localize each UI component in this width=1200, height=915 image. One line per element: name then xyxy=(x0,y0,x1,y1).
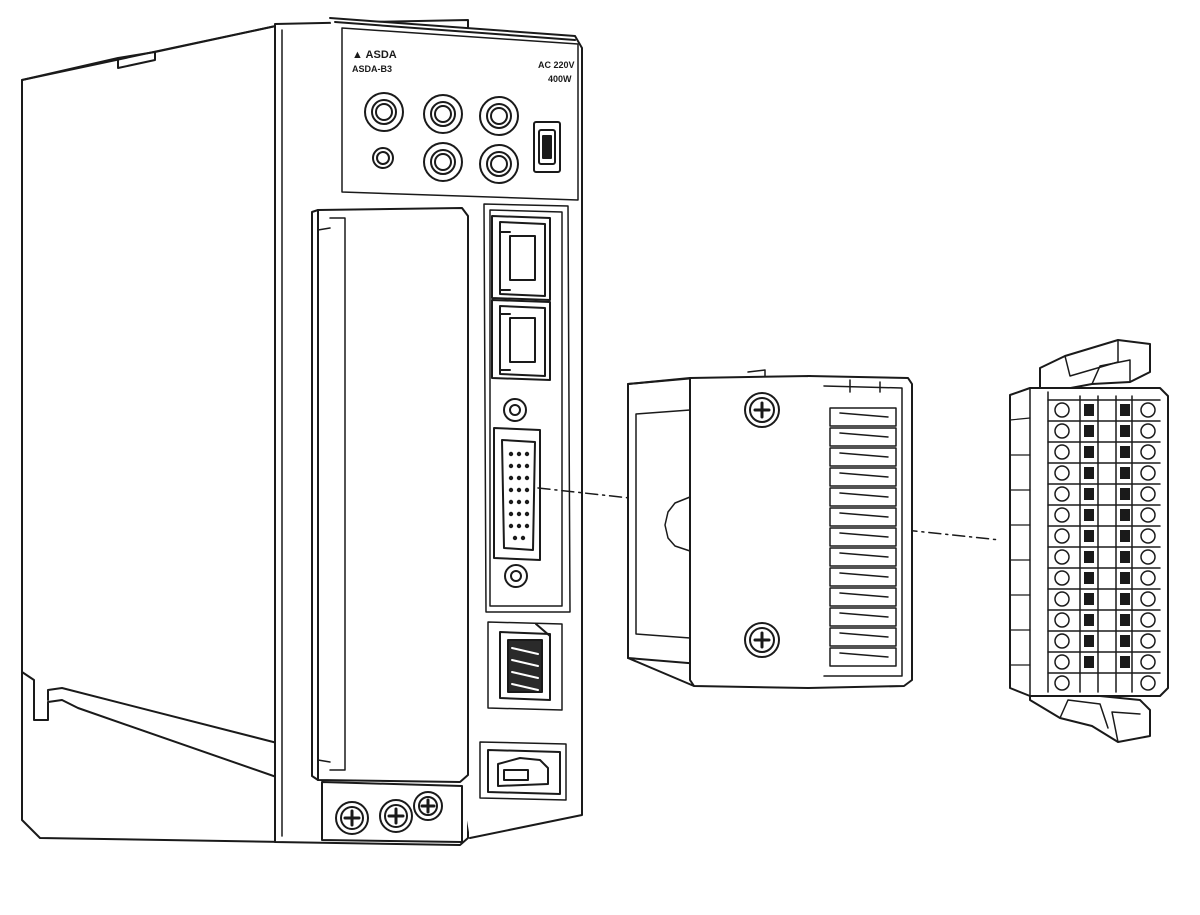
model-label: ASDA-B3 xyxy=(352,64,392,74)
drive-side-body xyxy=(21,23,286,843)
terminal-block-plug xyxy=(1009,339,1169,743)
keypad-button[interactable] xyxy=(423,94,463,134)
usb-port-icon[interactable] xyxy=(533,121,561,173)
rj45-port-icon[interactable] xyxy=(491,215,551,301)
power-connector[interactable] xyxy=(479,741,567,801)
voltage-rating: AC 220V xyxy=(538,60,575,70)
servo-drive: ▲ ASDA ASDA-B3 AC 220V 400W xyxy=(21,17,583,846)
phillips-screw-icon[interactable] xyxy=(379,799,413,833)
db-pins xyxy=(508,451,530,541)
drive-label-area: ▲ ASDA ASDA-B3 AC 220V 400W xyxy=(352,49,575,84)
encoder-connector[interactable] xyxy=(487,621,563,711)
rj45-port-icon[interactable] xyxy=(491,299,551,381)
keypad-button[interactable] xyxy=(479,144,519,184)
keypad-button[interactable] xyxy=(423,142,463,182)
phillips-screw-icon[interactable] xyxy=(744,622,780,658)
keypad-button[interactable] xyxy=(364,92,404,132)
alignment-line-terminal xyxy=(904,529,1001,541)
keypad xyxy=(364,92,519,184)
front-cover[interactable] xyxy=(311,207,469,783)
charge-led xyxy=(372,147,394,169)
connector-adapter xyxy=(627,369,913,689)
adapter-terminal-slots xyxy=(829,407,897,667)
terminal-rows xyxy=(1047,395,1161,693)
db-connector-icon[interactable] xyxy=(493,398,541,588)
alignment-line-cn1 xyxy=(537,487,631,499)
alignment-lines xyxy=(537,487,1001,541)
bottom-latch xyxy=(1029,689,1151,743)
ground-terminal-block xyxy=(321,781,463,843)
top-latch xyxy=(1039,339,1151,391)
power-rating: 400W xyxy=(548,74,572,84)
brand-logo: ▲ ASDA xyxy=(352,49,397,61)
phillips-screw-icon[interactable] xyxy=(744,392,780,428)
keypad-button[interactable] xyxy=(479,96,519,136)
connector-panel xyxy=(483,203,571,613)
phillips-screw-icon[interactable] xyxy=(413,791,443,821)
phillips-screw-icon[interactable] xyxy=(335,801,369,835)
